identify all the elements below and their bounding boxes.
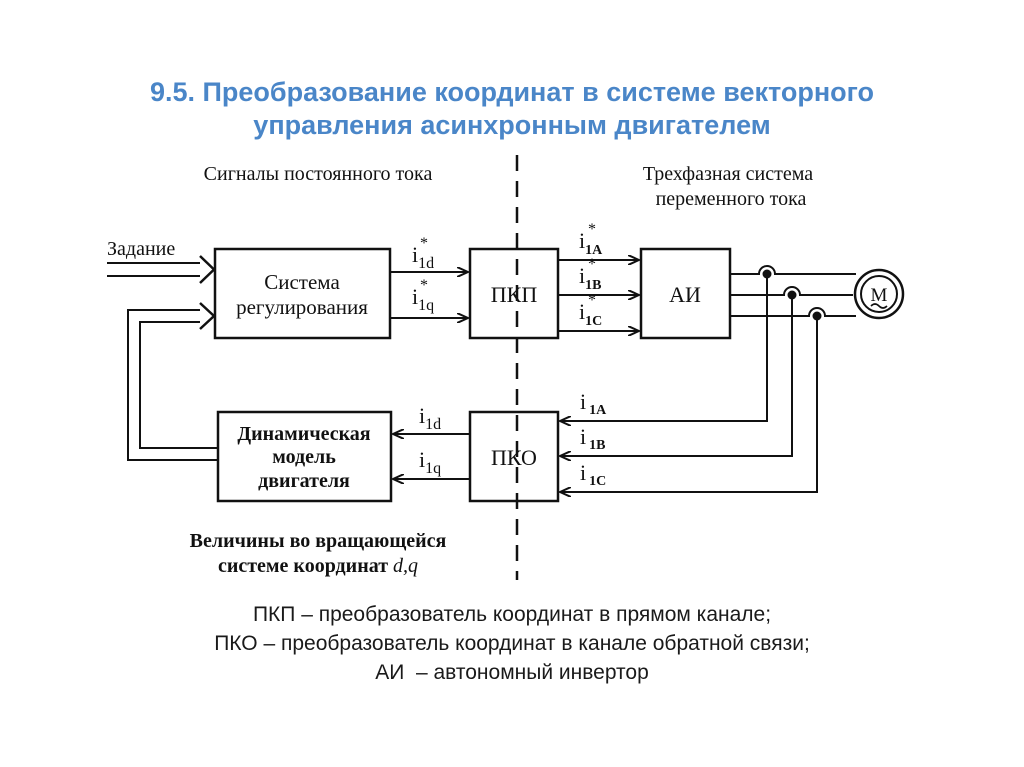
rotating-frame-label-2: системе координат d,q [218,555,418,577]
signal-i1q: i1q [419,447,441,477]
signal-i1d-ref: i1d * [412,235,434,272]
signal-i1d: i1d [419,403,441,433]
pkp-block [468,247,560,340]
junction-dot-a [762,269,772,279]
motor-model-label-2: модель [272,446,336,468]
slide-title: 9.5. Преобразование координат в системе … [0,76,1024,142]
input-label: Задание [107,238,175,260]
signal-i1C-ref: i1C * [579,292,602,329]
motor-model-label-1: Динамическая [237,423,370,445]
legend-pkp: ПКП – преобразователь координат в прямом… [252,603,772,626]
pkp-label: ПКП [491,282,538,307]
ai-label: АИ [669,282,701,307]
svg-text:*: * [420,235,428,252]
phase-c-line [730,307,856,317]
svg-text:*: * [588,292,596,309]
svg-text:*: * [420,277,428,294]
svg-text:i1q: i1q [419,447,441,477]
signal-i1A-ref: i1A * [579,221,603,258]
legend-pko: ПКО – преобразователь координат в канале… [214,632,810,655]
reference-input-arrow [199,255,216,284]
signal-i1q-ref: i1q * [412,277,434,314]
ai-block [639,247,732,340]
svg-text:i1C: i1C [580,460,606,489]
feedback-input-arrow [199,302,216,330]
pko-block [468,410,560,503]
pko-label: ПКО [491,445,537,470]
svg-text:*: * [588,256,596,273]
legend: ПКП – преобразователь координат в прямом… [0,600,1024,687]
svg-text:*: * [588,221,596,238]
rotating-frame-label-1: Величины во вращающейся [190,530,447,552]
phase-a-line [730,265,856,275]
control-system-block [213,247,392,340]
svg-text:i1C: i1C [579,299,602,329]
phase-c-feedback [560,316,818,492]
motor-model-block [216,410,393,503]
junction-dot-b [787,290,797,300]
control-system-label-1: Система [264,270,340,294]
svg-text:i1d: i1d [412,242,434,272]
legend-ai: АИ – автономный инвертор [375,661,649,684]
control-system-label-2: регулирования [236,295,368,319]
svg-text:i1d: i1d [419,403,441,433]
phase-a-feedback [560,274,768,421]
motor-model-label-3: двигателя [258,470,350,492]
svg-text:i1A: i1A [580,389,607,418]
motor-label: M [871,285,888,306]
ac-tilde-icon [870,303,888,309]
svg-text:i1B: i1B [579,263,601,293]
junction-dot-c [812,311,822,321]
motor-icon [853,268,905,320]
right-region-label-2: переменного тока [656,188,807,210]
phase-b-feedback [560,295,793,456]
svg-text:i1A: i1A [579,228,603,258]
right-region-label-1: Трехфазная система [643,163,813,185]
slide-title-line-1: 9.5. Преобразование координат в системе … [149,77,875,107]
svg-text:i1q: i1q [412,284,434,314]
left-region-label: Сигналы постоянного тока [204,163,433,185]
slide-title-line-2: управления асинхронным двигателем [253,110,771,140]
signal-i1B-ref: i1B * [579,256,601,293]
svg-text:i1B: i1B [580,424,605,453]
phase-b-line [730,286,853,296]
